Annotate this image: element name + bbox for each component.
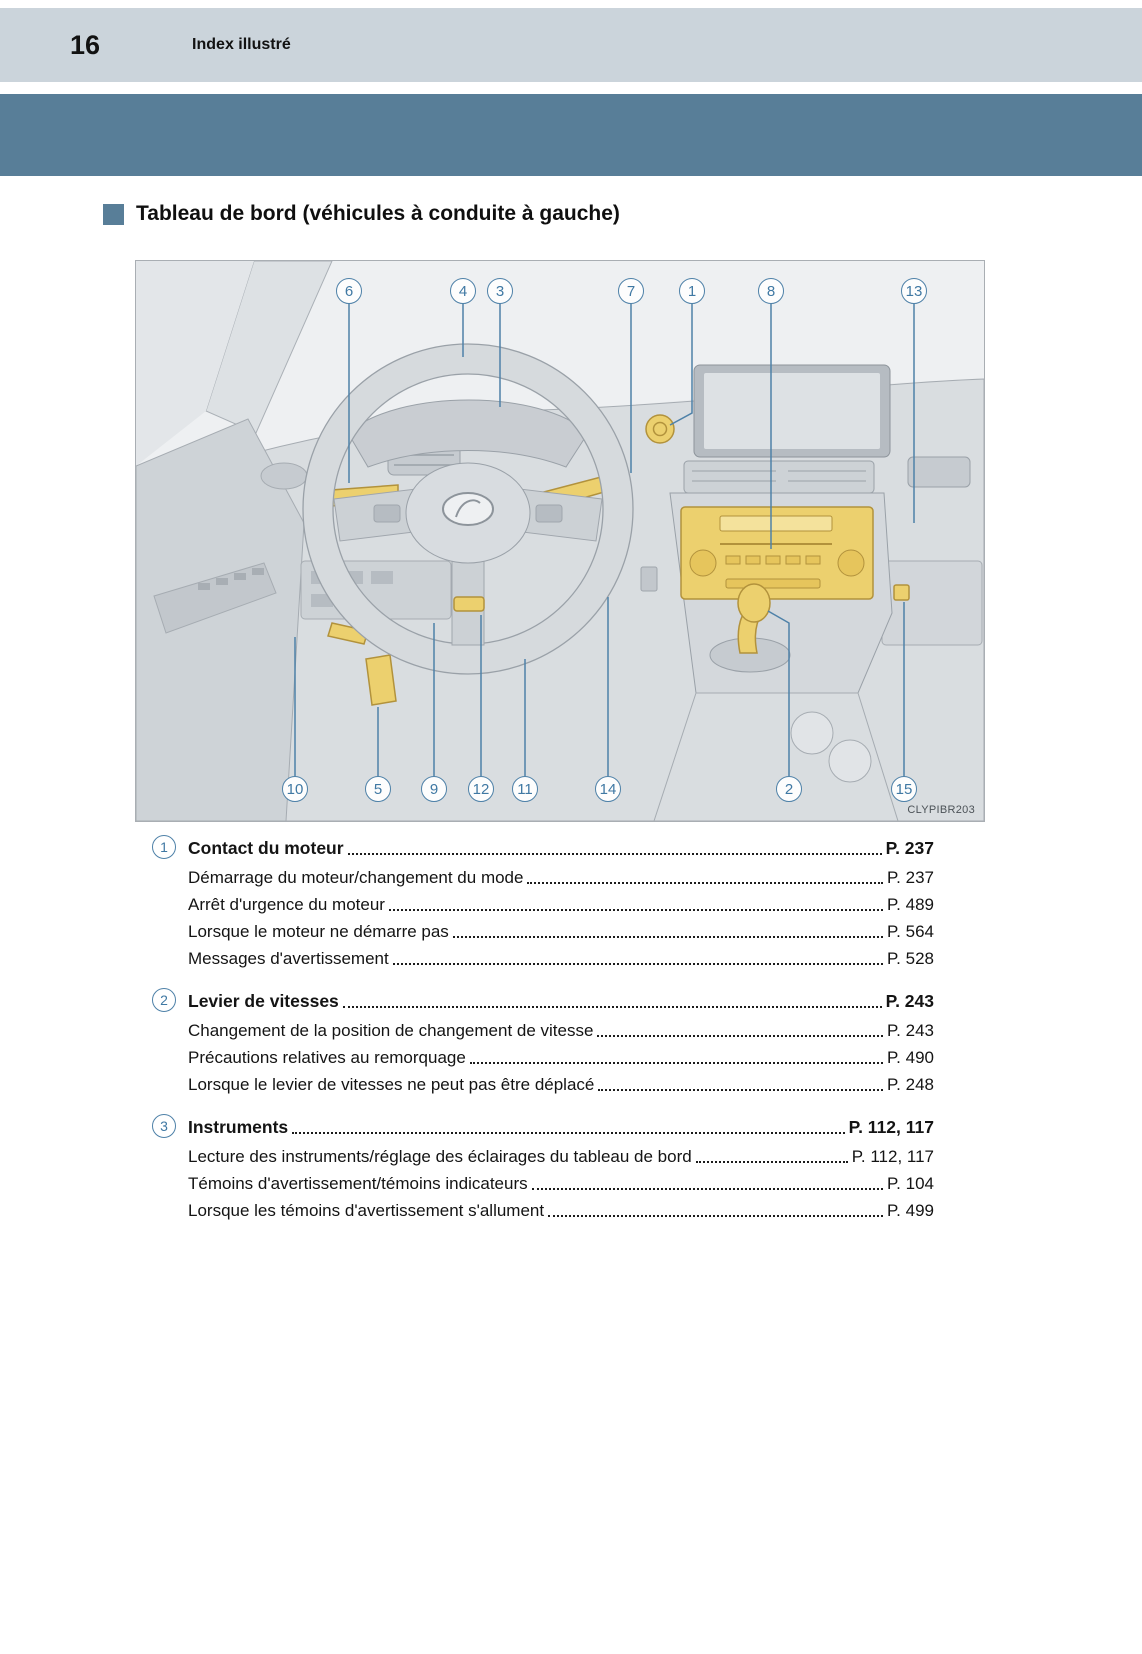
callout-14: 14 [595,776,621,802]
entry-title: Levier de vitesses [188,991,339,1011]
callout-4: 4 [450,278,476,304]
index-subitem: Témoins d'avertissement/témoins indicate… [188,1169,934,1196]
subitem-page-ref: P. 528 [887,949,934,968]
subitem-page-ref: P. 112, 117 [851,1147,934,1166]
index-entry: 2 Levier de vitesses P. 243 Changement d… [152,983,934,1097]
subitem-label: Précautions relatives au remorquage [188,1048,466,1067]
lexus-logo-icon [442,492,494,526]
entry-number-badge: 2 [152,988,176,1012]
subitem-page-ref: P. 499 [887,1201,934,1220]
dot-leader [452,936,884,938]
ignition-button-highlight [645,414,675,444]
subitem-label: Lorsque le moteur ne démarre pas [188,922,449,941]
callout-12: 12 [468,776,494,802]
subitem-page-ref: P. 490 [887,1048,934,1067]
subitem-label: Changement de la position de changement … [188,1021,594,1040]
callout-leader-lines [294,304,915,776]
index-entry-head: 3 Instruments P. 112, 117 [152,1109,934,1140]
page-header: 16 Index illustré [0,8,1142,82]
index-entry-head: 2 Levier de vitesses P. 243 [152,983,934,1014]
section-title: Index illustré [192,36,291,53]
index-entry: 1 Contact du moteur P. 237 Démarrage du … [152,830,934,971]
callout-13: 13 [901,278,927,304]
dot-leader [597,1035,884,1037]
audio-panel-highlight [680,506,874,600]
dashboard-illustration [136,261,984,821]
page-number: 16 [70,29,101,60]
subitem-label: Témoins d'avertissement/témoins indicate… [188,1174,528,1193]
subitem-label: Démarrage du moteur/changement du mode [188,868,524,887]
illustrated-index: 1 Contact du moteur P. 237 Démarrage du … [152,830,934,1235]
subitem-page-ref: P. 104 [887,1174,934,1193]
callout-15: 15 [891,776,917,802]
entry-title: Instruments [188,1117,289,1137]
dot-leader [342,1006,882,1008]
callout-8: 8 [758,278,784,304]
callout-11: 11 [512,776,538,802]
entry-page-ref: P. 237 [885,838,934,858]
index-subitem: Lorsque les témoins d'avertissement s'al… [188,1196,934,1223]
index-entry-head: 1 Contact du moteur P. 237 [152,830,934,861]
entry-page-ref: P. 112, 117 [848,1117,934,1137]
index-subitem: Démarrage du moteur/changement du mode P… [188,863,934,890]
dot-leader [388,909,884,911]
index-entry: 3 Instruments P. 112, 117 Lecture des in… [152,1109,934,1223]
subitem-label: Lorsque les témoins d'avertissement s'al… [188,1201,545,1220]
index-subitem: Lorsque le levier de vitesses ne peut pa… [188,1070,934,1097]
callout-10: 10 [282,776,308,802]
entry-number-badge: 1 [152,835,176,859]
callout-7: 7 [618,278,644,304]
dot-leader [527,882,884,884]
dot-leader [531,1188,884,1190]
index-subitem: Arrêt d'urgence du moteur P. 489 [188,890,934,917]
dot-leader [469,1062,884,1064]
callout-3: 3 [487,278,513,304]
callout-6: 6 [336,278,362,304]
entry-title: Contact du moteur [188,838,344,858]
steering-wheel [302,343,634,675]
index-subitem: Lorsque le moteur ne démarre pas P. 564 [188,917,934,944]
figure-heading-row: Tableau de bord (véhicules à conduite à … [103,202,620,226]
subitem-page-ref: P. 237 [887,868,934,887]
subitem-page-ref: P. 564 [887,922,934,941]
index-subitem: Messages d'avertissement P. 528 [188,944,934,971]
entry-number-badge: 3 [152,1114,176,1138]
callout-2: 2 [776,776,802,802]
subitem-label: Lecture des instruments/réglage des écla… [188,1147,692,1166]
index-subitem: Lecture des instruments/réglage des écla… [188,1142,934,1169]
shift-lever-highlight [737,583,771,654]
callout-9: 9 [421,776,447,802]
dot-leader [695,1161,848,1163]
callout-5: 5 [365,776,391,802]
subitem-label: Lorsque le levier de vitesses ne peut pa… [188,1075,595,1094]
subitem-label: Arrêt d'urgence du moteur [188,895,385,914]
header-band [0,94,1142,176]
entry-page-ref: P. 243 [885,991,934,1011]
subitem-label: Messages d'avertissement [188,949,389,968]
subitem-page-ref: P. 243 [887,1021,934,1040]
steering-lower-switch-highlight [453,596,485,612]
dashboard-diagram: 6 4 3 7 1 8 13 10 5 9 12 11 14 2 15 CLYP… [135,260,985,822]
dot-leader [347,853,882,855]
index-subitem: Changement de la position de changement … [188,1016,934,1043]
figure-code: CLYPIBR203 [907,804,975,816]
dot-leader [392,963,884,965]
subitem-page-ref: P. 489 [887,895,934,914]
subitem-page-ref: P. 248 [887,1075,934,1094]
parking-pedal-highlight [365,654,397,706]
figure-heading: Tableau de bord (véhicules à conduite à … [136,202,620,225]
index-subitem: Précautions relatives au remorquage P. 4… [188,1043,934,1070]
dot-leader [292,1132,845,1134]
right-panel-switch-highlight [893,584,910,601]
callout-1: 1 [679,278,705,304]
dot-leader [548,1215,884,1217]
dot-leader [598,1089,884,1091]
heading-bullet-icon [103,203,124,225]
